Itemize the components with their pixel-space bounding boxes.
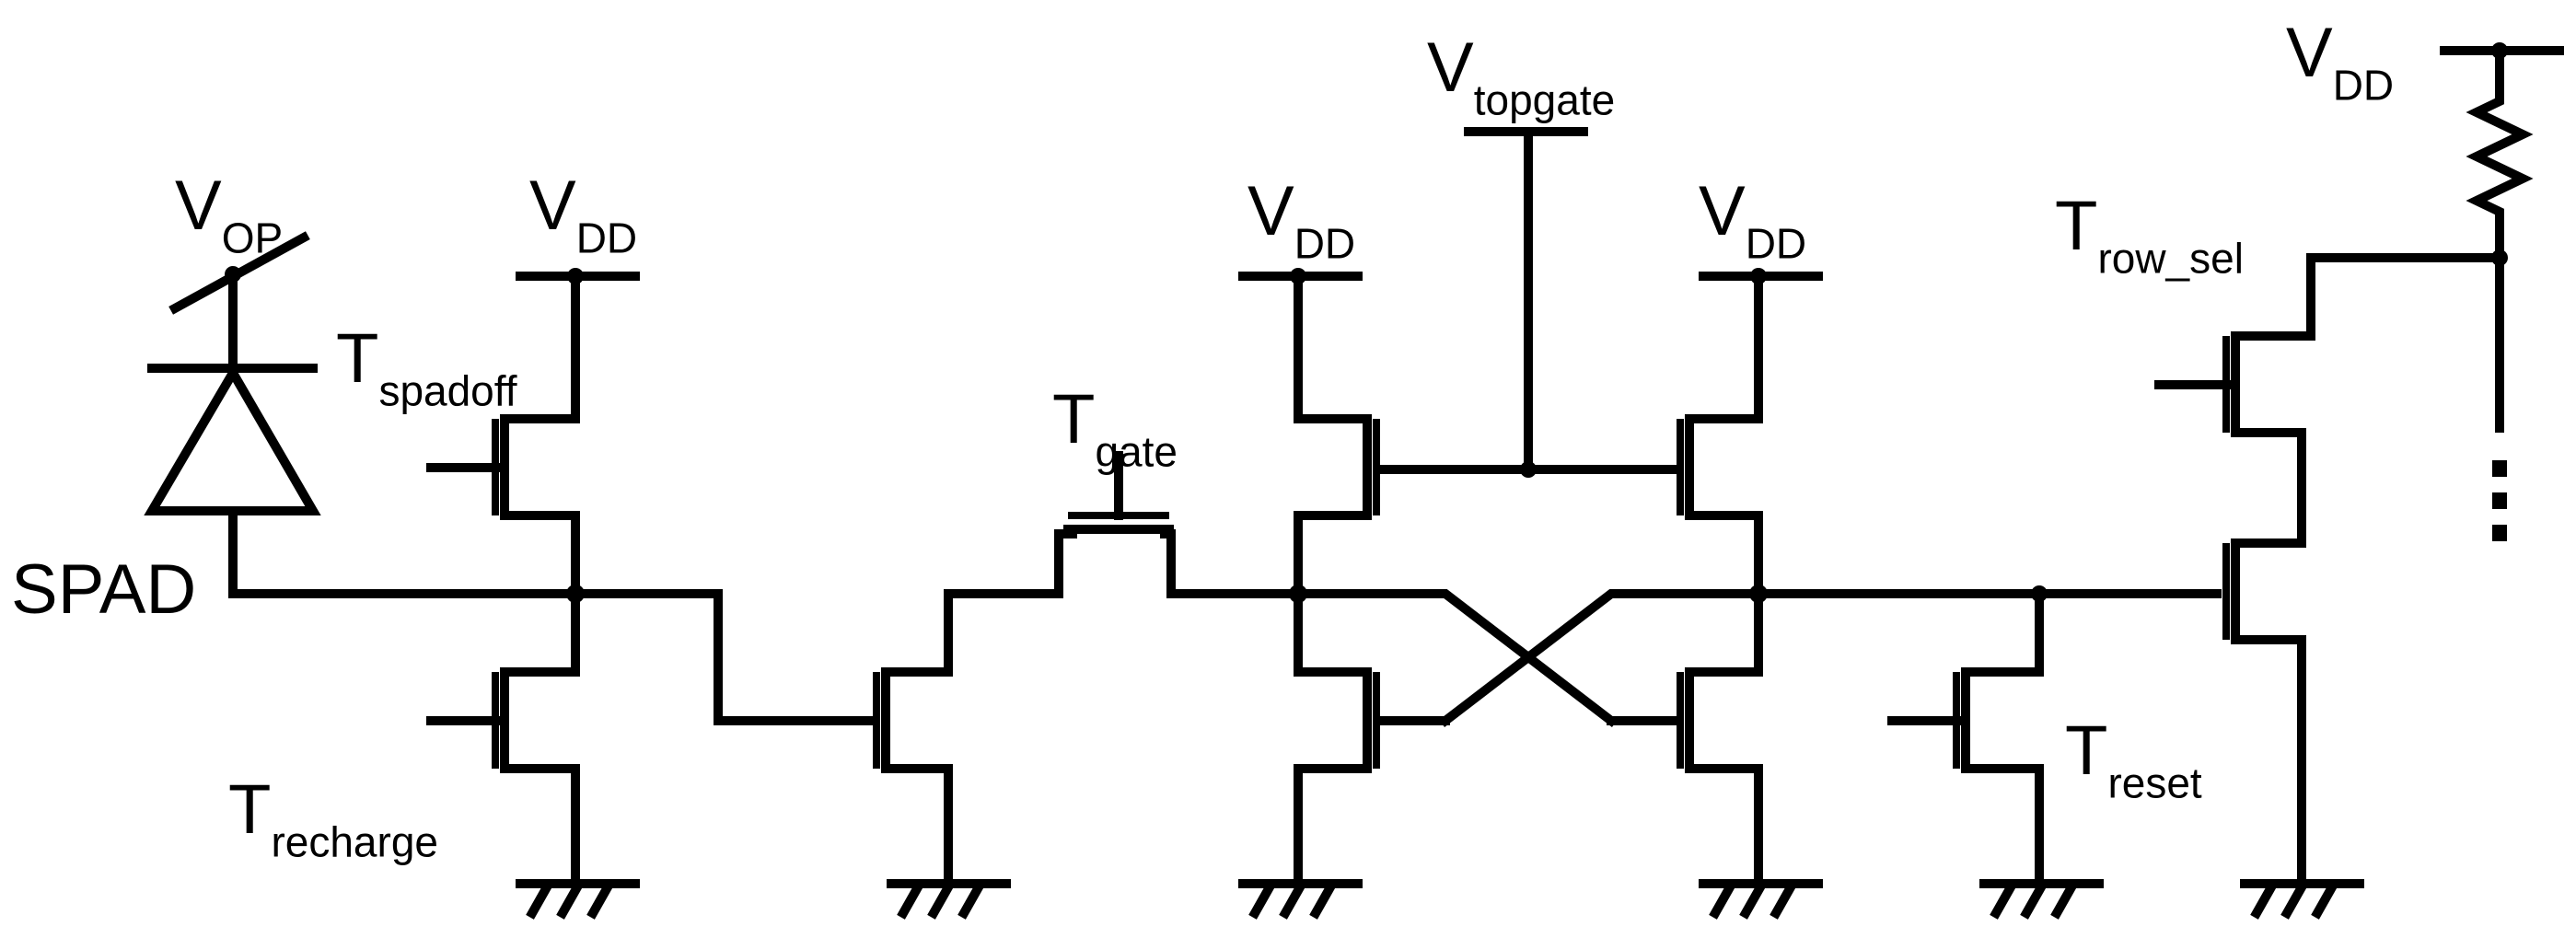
latch-cross-coupling (1294, 589, 1763, 728)
spad-diode-symbol (144, 364, 580, 598)
label-vop: VOP (175, 167, 284, 262)
label-vdd-4: VDD (2286, 14, 2395, 110)
ground-symbol-5 (1979, 879, 2104, 920)
label-trecharge: Trecharge (228, 770, 438, 866)
transistor-trow-sel (2154, 253, 2504, 515)
column-continuation-dots (2492, 460, 2507, 541)
label-vtopgate: Vtopgate (1427, 29, 1616, 124)
vop-terminal (168, 231, 310, 373)
transistor-tspadoff (426, 272, 580, 598)
latch-left-nmos (1294, 589, 1450, 888)
ground-symbol-1 (516, 879, 640, 920)
label-tspadoff: Tspadoff (336, 319, 517, 415)
wire-to-second-stage (571, 589, 875, 725)
ground-symbol-4 (1699, 879, 1823, 920)
column-load-resistor (2466, 46, 2534, 433)
transistor-treset (1887, 589, 2044, 888)
label-treset: Treset (2065, 712, 2202, 807)
latch-right-pmos (1677, 272, 1763, 598)
vtopgate-terminal (1464, 127, 1588, 474)
ground-symbol-2 (887, 879, 1011, 920)
ground-symbol-3 (1238, 879, 1363, 920)
label-tgate: Tgate (1052, 380, 1178, 476)
label-vdd-2: VDD (1247, 172, 1356, 268)
transistor-second-stage (873, 589, 953, 888)
label-trow-sel: Trow_sel (2055, 187, 2244, 283)
transistor-source-follower (2222, 506, 2306, 888)
latch-right-nmos (1607, 589, 1763, 888)
ground-symbol-6 (2240, 879, 2364, 920)
label-spad: SPAD (11, 550, 197, 629)
topgate-junction (1520, 461, 1537, 478)
transistor-trecharge (426, 589, 580, 888)
label-vdd-3: VDD (1699, 172, 1807, 268)
transistor-tgate (944, 451, 1303, 598)
latch-left-pmos (1294, 272, 1680, 598)
label-vdd-1: VDD (529, 167, 638, 262)
